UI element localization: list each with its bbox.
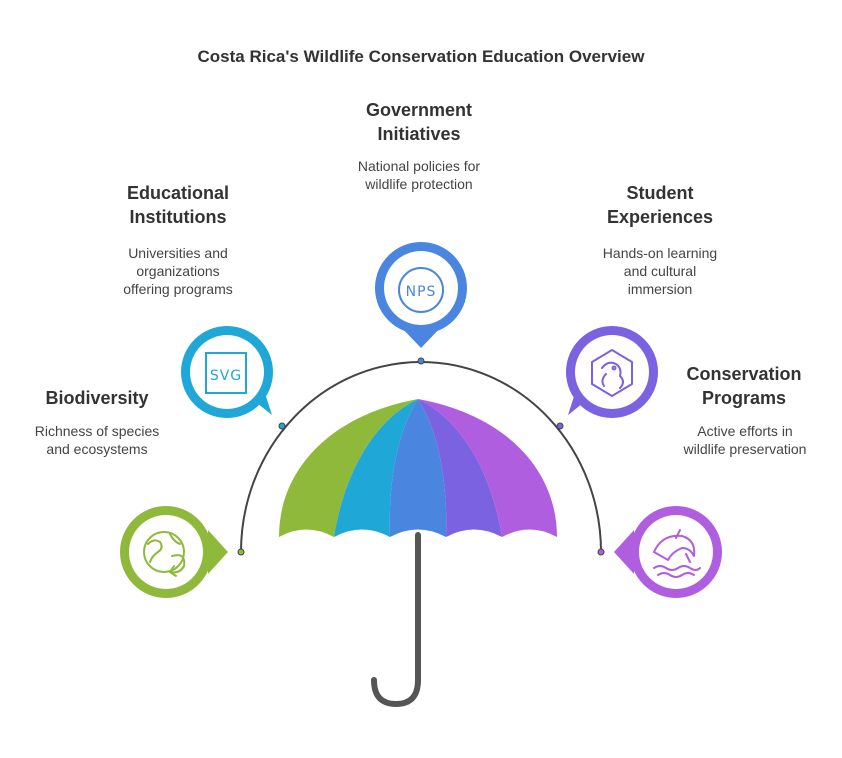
bubble-biodiversity (120, 506, 228, 598)
canopy-panel-conservation (418, 399, 557, 537)
canopy-panel-government (389, 399, 447, 537)
svg-text:NPS: NPS (406, 284, 437, 300)
heading-educational: Educational Institutions (126, 183, 229, 227)
connector-dot-student (556, 422, 564, 430)
heading-biodiversity: Biodiversity (45, 388, 149, 408)
recycle-globe-icon (143, 531, 186, 577)
dolphin-icon (653, 529, 701, 578)
connector-dot-government (417, 357, 425, 365)
heading-conservation: Conservation Programs (686, 364, 802, 408)
connector-dot-educational (278, 422, 286, 430)
description-conservation: Active efforts in wildlife preservation (683, 423, 807, 457)
description-student: Hands-on learning and cultural immersion (602, 245, 718, 297)
canopy-panel-student (418, 399, 502, 537)
heading-government: Government Initiatives (365, 100, 473, 144)
nps-badge-icon: NPS (398, 267, 444, 313)
bubble-student (566, 326, 658, 418)
description-educational: Universities and organizations offering … (123, 245, 233, 297)
svg-badge-icon: SVG (205, 352, 247, 394)
connector-dot-biodiversity (237, 548, 245, 556)
bubble-government: NPS (375, 242, 467, 348)
svg-text:SVG: SVG (210, 368, 242, 384)
connector-dot-conservation (597, 548, 605, 556)
heading-student: Student Experiences (606, 183, 714, 227)
diagram-title: Costa Rica's Wildlife Conservation Educa… (197, 47, 645, 66)
umbrella-canopy (279, 399, 557, 537)
frog-icon (591, 349, 633, 397)
canopy-panel-biodiversity (279, 399, 418, 537)
description-government: National policies for wildlife protectio… (357, 158, 481, 192)
bubble-conservation (614, 506, 722, 598)
umbrella-handle (371, 532, 421, 708)
canopy-panel-educational (334, 399, 418, 537)
description-biodiversity: Richness of species and ecosystems (34, 423, 160, 457)
bubble-educational: SVG (181, 326, 273, 418)
